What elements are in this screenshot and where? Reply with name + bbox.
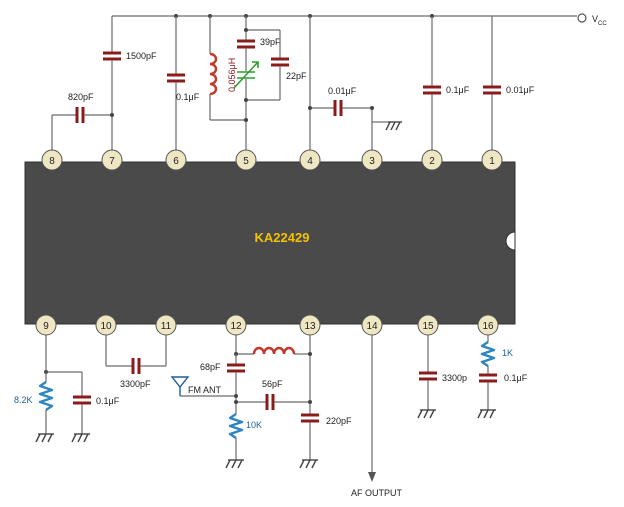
svg-text:15: 15 (422, 321, 434, 332)
resistor-1k (480, 341, 496, 367)
pin-1: 1 (481, 149, 503, 171)
cap-1500pf: 1500pF (103, 16, 157, 160)
ground-220pf (299, 459, 318, 469)
top-pins: 8 7 6 5 4 3 2 1 (41, 149, 503, 171)
pin-6: 6 (165, 149, 187, 171)
cap-3300pf-label: 3300pF (120, 379, 151, 389)
cap-220pf-label: 220pF (326, 416, 352, 426)
cap-pin2: 0.1μF (423, 16, 470, 160)
cap-pin2-label: 0.1μF (446, 85, 470, 95)
pin-16: 16 (477, 314, 499, 336)
resistor-8k2 (38, 381, 54, 411)
tank-circuit: 0.056μH 39pF 22pF (209, 16, 307, 160)
svg-text:4: 4 (307, 156, 313, 167)
cap-1500pf-label: 1500pF (126, 51, 157, 61)
cap-3300pf: 3300pF (105, 335, 167, 389)
ground-10k (225, 459, 244, 469)
fm-antenna-label: FM ANT (188, 385, 222, 395)
svg-text:12: 12 (230, 321, 242, 332)
svg-text:7: 7 (109, 156, 115, 167)
svg-text:5: 5 (243, 156, 249, 167)
pin-5: 5 (235, 149, 257, 171)
resistor-8k2-label: 8.2K (14, 395, 33, 405)
ground-pin16 (477, 409, 496, 419)
pin16-network: 1K 0.1μF (477, 335, 528, 419)
pin-4: 4 (299, 149, 321, 171)
rf-input-network: 68pF FM ANT 56pF 10K 220pF (170, 335, 352, 469)
cap-pin15-label: 3300p (442, 373, 467, 383)
cap-pin1: 0.01μF (483, 16, 535, 160)
cap-39pf-label: 39pF (260, 37, 281, 47)
inductor-pin5-label: 0.056μH (227, 58, 237, 92)
pin9-network: 8.2K 0.1μF (14, 335, 120, 443)
svg-text:2: 2 (429, 156, 435, 167)
ground-pin9-c (71, 433, 90, 443)
ground-pin15 (417, 409, 436, 419)
pin-7: 7 (101, 149, 123, 171)
cap-pin6: 0.1μF (167, 16, 200, 160)
cap-820pf: 820pF (51, 92, 114, 160)
cap-820pf-label: 820pF (68, 92, 94, 102)
cap-pin4: 0.01μF (308, 16, 402, 160)
vcc-label: VCC (592, 14, 607, 27)
ground-pin9-r (35, 433, 54, 443)
ic-label: KA22429 (255, 230, 310, 245)
resistor-10k-label: 10K (246, 420, 262, 430)
cap-68pf-label: 68pF (200, 362, 221, 372)
resistor-1k-label: 1K (502, 348, 513, 358)
cap-pin6-label: 0.1μF (176, 92, 200, 102)
cap-pin16-label: 0.1μF (504, 373, 528, 383)
pin-11: 11 (155, 314, 177, 336)
svg-text:3: 3 (369, 156, 375, 167)
cap-22pf-label: 22pF (286, 71, 307, 81)
svg-text:1: 1 (489, 156, 495, 167)
pin-2: 2 (421, 149, 443, 171)
pin-10: 10 (95, 314, 117, 336)
pin-12: 12 (225, 314, 247, 336)
svg-text:16: 16 (482, 321, 494, 332)
inductor-pin12-13 (252, 346, 296, 355)
pin-14: 14 (361, 314, 383, 336)
pin-8: 8 (41, 149, 63, 171)
svg-text:6: 6 (173, 156, 179, 167)
pin-13: 13 (299, 314, 321, 336)
cap-pin1-label: 0.01μF (506, 85, 535, 95)
af-output-label: AF OUTPUT (351, 488, 403, 498)
cap-pin4-label: 0.01μF (328, 86, 357, 96)
svg-text:11: 11 (161, 321, 172, 332)
fm-antenna: FM ANT (170, 376, 238, 398)
ic-chip: KA22429 (24, 161, 516, 325)
pin-15: 15 (417, 314, 439, 336)
pin-3: 3 (361, 149, 383, 171)
svg-text:9: 9 (43, 321, 49, 332)
svg-text:10: 10 (100, 321, 112, 332)
resistor-10k (228, 413, 244, 439)
pin-9: 9 (35, 314, 57, 336)
cap-pin9-label: 0.1μF (96, 396, 120, 406)
svg-text:13: 13 (304, 321, 316, 332)
af-output: AF OUTPUT (351, 335, 403, 498)
vcc-rail: VCC (112, 13, 607, 27)
varicap (233, 61, 259, 89)
cap-56pf-label: 56pF (262, 379, 283, 389)
ic-notch (505, 231, 516, 251)
svg-text:14: 14 (366, 321, 378, 332)
ground-pin3 (385, 121, 402, 131)
vcc-terminal (577, 13, 587, 23)
svg-text:8: 8 (49, 156, 55, 167)
inductor-pin5 (209, 52, 218, 96)
cap-pin15: 3300p (417, 335, 467, 419)
